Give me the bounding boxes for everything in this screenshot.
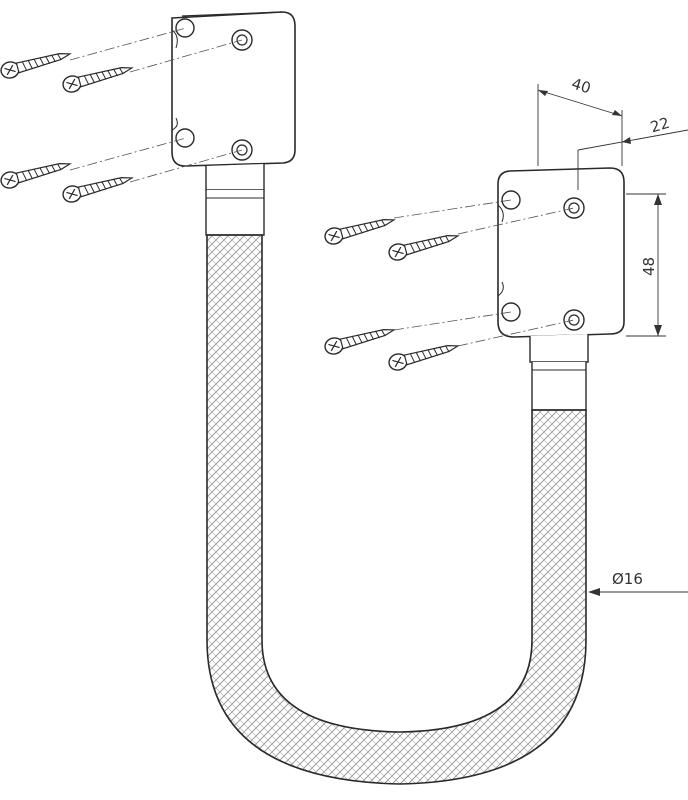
- dimension-width: 40: [537, 75, 623, 166]
- screw: [0, 45, 73, 81]
- width-dimension-label: 40: [569, 75, 593, 98]
- screw: [0, 155, 73, 191]
- screw: [322, 321, 397, 357]
- left-mounting-box: [171, 11, 296, 236]
- screw: [322, 211, 397, 247]
- height-dimension-label: 48: [640, 257, 658, 276]
- dimension-diameter: Ø16: [588, 570, 688, 596]
- screws-left-box: [0, 27, 243, 205]
- braided-cable: [206, 234, 587, 785]
- right-mounting-box: [497, 167, 625, 411]
- screw: [60, 59, 135, 95]
- dimension-depth: 22: [577, 114, 688, 190]
- screw: [386, 337, 461, 373]
- screw: [60, 169, 135, 205]
- screw: [386, 227, 461, 263]
- diameter-dimension-label: Ø16: [612, 570, 643, 588]
- dimension-height: 48: [626, 193, 666, 337]
- screws-right-box: [322, 199, 575, 373]
- depth-dimension-label: 22: [648, 114, 672, 137]
